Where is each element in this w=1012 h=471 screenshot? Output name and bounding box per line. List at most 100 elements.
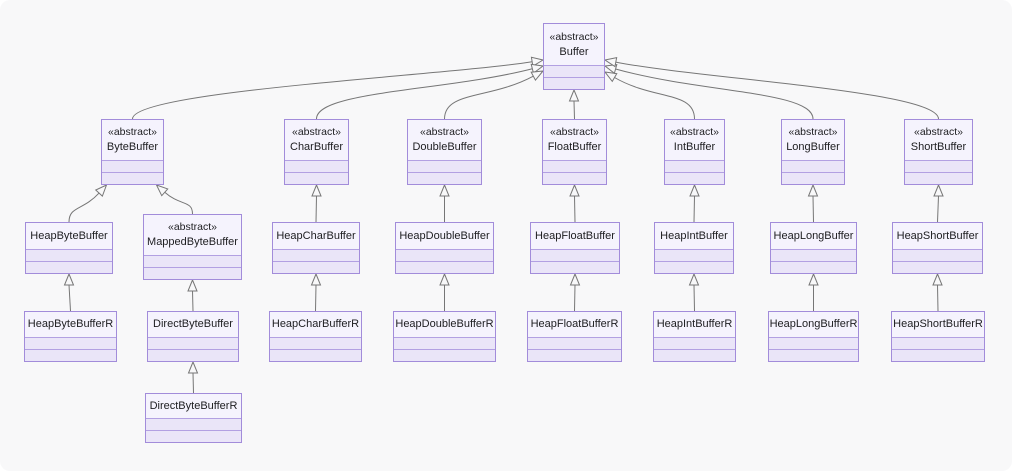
generalization-arrowhead-HeapLongBufferR-to-HeapLongBuffer: [808, 272, 819, 286]
class-box-buffer[interactable]: «abstract» Buffer: [543, 23, 605, 90]
attributes-compartment: [528, 337, 621, 349]
class-box-doublebuffer[interactable]: «abstract» DoubleBuffer: [407, 119, 482, 185]
class-box-bytebuffer[interactable]: «abstract» ByteBuffer: [101, 119, 164, 185]
methods-compartment: [771, 261, 856, 273]
attributes-compartment: [531, 249, 619, 261]
class-name: HeapByteBuffer: [30, 229, 108, 242]
attributes-compartment: [892, 337, 984, 349]
generalization-arrowhead-HeapShortBufferR-to-HeapShortBuffer: [932, 272, 943, 286]
generalization-arrowhead-DirectByteBufferR-to-DirectByteBuffer: [187, 360, 199, 374]
edge-HeapFloatBufferR-to-HeapFloatBuffer: [574, 284, 576, 312]
generalization-arrowhead-HeapFloatBuffer-to-FloatBuffer: [569, 183, 580, 197]
class-name: DirectByteBufferR: [149, 399, 238, 412]
edge-ByteBuffer-to-Buffer: [132, 61, 533, 120]
class-box-heapdoublebufferr[interactable]: HeapDoubleBufferR: [393, 311, 496, 362]
class-title: HeapDoubleBufferR: [394, 312, 495, 337]
generalization-arrowhead-HeapByteBufferR-to-HeapByteBuffer: [63, 272, 75, 286]
class-name: HeapShortBufferR: [893, 318, 983, 330]
edge-DirectByteBuffer-to-MappedByteBuffer: [192, 290, 194, 312]
class-name: HeapIntBuffer: [660, 229, 728, 242]
stereotype-label: «abstract»: [549, 30, 599, 43]
methods-compartment: [146, 430, 241, 442]
attributes-compartment: [905, 160, 972, 172]
class-title: «abstract» CharBuffer: [285, 120, 348, 160]
methods-compartment: [408, 172, 481, 184]
methods-compartment: [905, 172, 972, 184]
attributes-compartment: [25, 337, 116, 349]
class-title: HeapDoubleBuffer: [396, 223, 493, 249]
class-title: «abstract» DoubleBuffer: [408, 120, 481, 160]
class-box-heapfloatbufferr[interactable]: HeapFloatBufferR: [527, 311, 622, 362]
class-box-heapshortbuffer[interactable]: HeapShortBuffer: [892, 222, 983, 274]
class-box-heapdoublebuffer[interactable]: HeapDoubleBuffer: [395, 222, 494, 274]
attributes-compartment: [771, 249, 856, 261]
methods-compartment: [394, 349, 495, 361]
class-title: HeapShortBuffer: [893, 223, 982, 249]
attributes-compartment: [273, 249, 359, 261]
edge-HeapByteBuffer-to-ByteBuffer: [68, 192, 100, 223]
class-name: ByteBuffer: [106, 141, 159, 153]
class-name: Buffer: [559, 45, 589, 58]
methods-compartment: [148, 349, 238, 361]
class-name: HeapDoubleBuffer: [399, 229, 490, 242]
generalization-arrowhead-IntBuffer-to-Buffer: [603, 71, 618, 83]
attributes-compartment: [543, 160, 606, 172]
class-box-intbuffer[interactable]: «abstract» IntBuffer: [664, 119, 725, 185]
class-box-heapshortbufferr[interactable]: HeapShortBufferR: [891, 311, 985, 362]
attributes-compartment: [102, 160, 163, 172]
class-title: HeapCharBuffer: [273, 223, 359, 249]
generalization-arrowhead-DoubleBuffer-to-Buffer: [530, 70, 545, 82]
class-box-shortbuffer[interactable]: «abstract» ShortBuffer: [904, 119, 973, 185]
class-name: DoubleBuffer: [412, 141, 477, 153]
class-box-floatbuffer[interactable]: «abstract» FloatBuffer: [542, 119, 607, 185]
class-title: «abstract» ByteBuffer: [102, 120, 163, 160]
class-box-longbuffer[interactable]: «abstract» LongBuffer: [781, 119, 845, 185]
generalization-arrowhead-HeapDoubleBufferR-to-HeapDoubleBuffer: [439, 272, 450, 286]
class-name: HeapCharBuffer: [276, 229, 356, 242]
class-box-heaplongbuffer[interactable]: HeapLongBuffer: [770, 222, 857, 274]
class-box-heapbytebuffer[interactable]: HeapByteBuffer: [25, 222, 113, 274]
class-box-heapbytebufferr[interactable]: HeapByteBufferR: [24, 311, 117, 362]
edge-IntBuffer-to-Buffer: [614, 77, 695, 120]
class-name: HeapLongBuffer: [773, 229, 854, 242]
methods-compartment: [544, 77, 604, 89]
generalization-arrowhead-CharBuffer-to-Buffer: [530, 63, 545, 74]
stereotype-label: «abstract»: [419, 126, 470, 138]
edge-DoubleBuffer-to-Buffer: [444, 75, 534, 120]
class-box-heapcharbuffer[interactable]: HeapCharBuffer: [272, 222, 360, 274]
class-title: HeapLongBuffer: [771, 223, 856, 249]
attributes-compartment: [396, 249, 493, 261]
class-box-mappedbytebuffer[interactable]: «abstract» MappedByteBuffer: [143, 214, 242, 280]
class-box-heapintbuffer[interactable]: HeapIntBuffer: [654, 222, 734, 274]
generalization-arrowhead-HeapCharBuffer-to-CharBuffer: [311, 183, 322, 197]
class-box-directbytebuffer[interactable]: DirectByteBuffer: [147, 311, 239, 362]
attributes-compartment: [665, 160, 724, 172]
class-name: DirectByteBuffer: [153, 318, 233, 330]
generalization-arrowhead-HeapByteBuffer-to-ByteBuffer: [94, 184, 108, 198]
class-title: HeapCharBufferR: [270, 312, 361, 337]
class-name: MappedByteBuffer: [147, 236, 238, 248]
class-box-heapcharbufferr[interactable]: HeapCharBufferR: [269, 311, 362, 362]
generalization-arrowhead-ShortBuffer-to-Buffer: [603, 57, 618, 68]
methods-compartment: [25, 349, 116, 361]
class-box-heapfloatbuffer[interactable]: HeapFloatBuffer: [530, 222, 620, 274]
methods-compartment: [270, 349, 361, 361]
edge-HeapIntBufferR-to-HeapIntBuffer: [693, 284, 695, 312]
generalization-arrowhead-ByteBuffer-to-Buffer: [530, 56, 545, 67]
class-title: DirectByteBufferR: [146, 394, 241, 418]
class-box-charbuffer[interactable]: «abstract» CharBuffer: [284, 119, 349, 185]
class-title: «abstract» LongBuffer: [782, 120, 844, 160]
class-name: HeapFloatBufferR: [530, 318, 619, 330]
class-name: HeapDoubleBufferR: [395, 318, 494, 330]
stereotype-label: «abstract»: [913, 126, 964, 138]
class-box-directbytebufferr[interactable]: DirectByteBufferR: [145, 393, 242, 443]
class-title: «abstract» MappedByteBuffer: [144, 215, 241, 255]
edge-HeapShortBufferR-to-HeapShortBuffer: [937, 284, 939, 312]
edge-HeapByteBufferR-to-HeapByteBuffer: [68, 284, 71, 312]
class-box-heapintbufferr[interactable]: HeapIntBufferR: [653, 311, 736, 362]
edge-ShortBuffer-to-Buffer: [615, 61, 939, 120]
class-box-heaplongbufferr[interactable]: HeapLongBufferR: [768, 311, 859, 362]
class-name: LongBuffer: [786, 141, 840, 153]
attributes-compartment: [146, 418, 241, 430]
